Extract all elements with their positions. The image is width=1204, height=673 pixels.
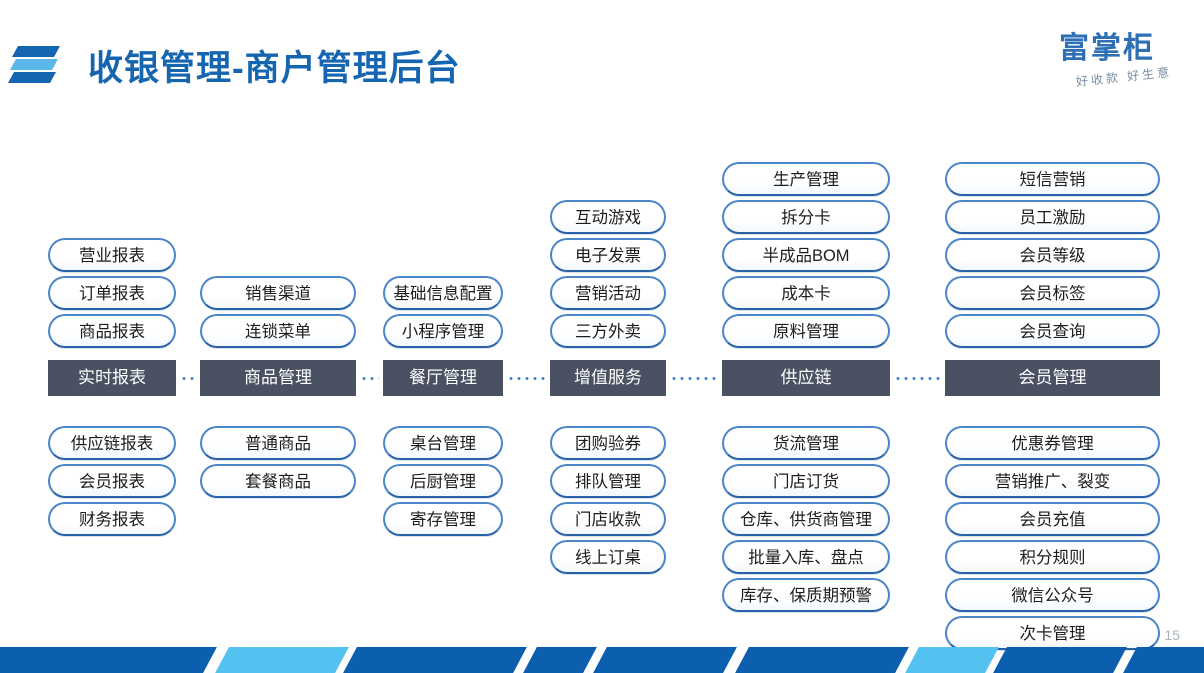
logo-wordmark: 富掌柜 [1059, 31, 1155, 66]
feature-pill[interactable]: 三方外卖 [550, 314, 666, 348]
column-realtime-report-lower-items: 供应链报表会员报表财务报表 [48, 426, 176, 540]
feature-pill[interactable]: 门店收款 [550, 502, 666, 536]
feature-pill[interactable]: 小程序管理 [383, 314, 503, 348]
connector-dots [894, 377, 941, 380]
feature-pill[interactable]: 会员报表 [48, 464, 176, 498]
column-value-added-service-lower-items: 团购验券排队管理门店收款线上订桌 [550, 426, 666, 578]
feature-pill[interactable]: 仓库、供货商管理 [722, 502, 890, 536]
column-product-management-lower-items: 普通商品套餐商品 [200, 426, 356, 502]
feature-pill[interactable]: 货流管理 [722, 426, 890, 460]
column-value-added-service-upper-items: 互动游戏电子发票营销活动三方外卖 [550, 200, 666, 352]
footer-stripe [215, 647, 349, 673]
feature-pill[interactable]: 会员查询 [945, 314, 1160, 348]
feature-pill[interactable]: 积分规则 [945, 540, 1160, 574]
column-restaurant-management-lower-items: 桌台管理后厨管理寄存管理 [383, 426, 503, 540]
column-member-management-upper-items: 短信营销员工激励会员等级会员标签会员查询 [945, 162, 1160, 352]
feature-pill[interactable]: 营销活动 [550, 276, 666, 310]
column-supply-chain-lower-items: 货流管理门店订货仓库、供货商管理批量入库、盘点库存、保质期预警 [722, 426, 890, 616]
feature-pill[interactable]: 寄存管理 [383, 502, 503, 536]
feature-pill[interactable]: 普通商品 [200, 426, 356, 460]
connector-dots [180, 377, 196, 380]
feature-pill[interactable]: 原料管理 [722, 314, 890, 348]
feature-pill[interactable]: 桌台管理 [383, 426, 503, 460]
module-band-product-management[interactable]: 商品管理 [200, 360, 356, 396]
feature-pill[interactable]: 互动游戏 [550, 200, 666, 234]
feature-pill[interactable]: 营销推广、裂变 [945, 464, 1160, 498]
feature-pill[interactable]: 基础信息配置 [383, 276, 503, 310]
footer-stripe [343, 647, 527, 673]
feature-pill[interactable]: 电子发票 [550, 238, 666, 272]
page-title: 收银管理-商户管理后台 [88, 49, 461, 88]
footer-stripe [735, 647, 909, 673]
feature-pill[interactable]: 成本卡 [722, 276, 890, 310]
feature-pill[interactable]: 后厨管理 [383, 464, 503, 498]
footer-stripe [0, 647, 217, 673]
column-product-management-upper-items: 销售渠道连锁菜单 [200, 276, 356, 352]
module-band-realtime-report[interactable]: 实时报表 [48, 360, 176, 396]
module-map-diagram: 营业报表订单报表商品报表实时报表供应链报表会员报表财务报表销售渠道连锁菜单商品管… [0, 118, 1204, 650]
feature-pill[interactable]: 供应链报表 [48, 426, 176, 460]
footer-stripe [905, 647, 999, 673]
feature-pill[interactable]: 商品报表 [48, 314, 176, 348]
column-member-management-lower-items: 优惠券管理营销推广、裂变会员充值积分规则微信公众号次卡管理 [945, 426, 1160, 654]
feature-pill[interactable]: 门店订货 [722, 464, 890, 498]
feature-pill[interactable]: 订单报表 [48, 276, 176, 310]
feature-pill[interactable]: 优惠券管理 [945, 426, 1160, 460]
footer-stripe [1123, 647, 1204, 673]
module-band-restaurant-management[interactable]: 餐厅管理 [383, 360, 503, 396]
footer-decoration [0, 647, 1204, 673]
feature-pill[interactable]: 员工激励 [945, 200, 1160, 234]
column-realtime-report-upper-items: 营业报表订单报表商品报表 [48, 238, 176, 352]
connector-dots [507, 377, 546, 380]
connector-dots [360, 377, 379, 380]
feature-pill[interactable]: 会员充值 [945, 502, 1160, 536]
column-supply-chain-upper-items: 生产管理拆分卡半成品BOM 成本卡原料管理 [722, 162, 890, 352]
slide-header: 收银管理-商户管理后台 富掌柜 好收款 好生意 [0, 0, 1204, 118]
feature-pill[interactable]: 套餐商品 [200, 464, 356, 498]
page-number: 15 [1164, 627, 1180, 643]
module-band-value-added-service[interactable]: 增值服务 [550, 360, 666, 396]
feature-pill[interactable]: 财务报表 [48, 502, 176, 536]
stacked-layers-icon [8, 44, 64, 86]
feature-pill[interactable]: 会员标签 [945, 276, 1160, 310]
footer-stripe [593, 647, 737, 673]
footer-stripe [523, 647, 597, 673]
feature-pill[interactable]: 生产管理 [722, 162, 890, 196]
feature-pill[interactable]: 微信公众号 [945, 578, 1160, 612]
feature-pill[interactable]: 拆分卡 [722, 200, 890, 234]
feature-pill[interactable]: 短信营销 [945, 162, 1160, 196]
module-band-member-management[interactable]: 会员管理 [945, 360, 1160, 396]
company-logo: 富掌柜 好收款 好生意 [1032, 32, 1182, 94]
feature-pill[interactable]: 连锁菜单 [200, 314, 356, 348]
feature-pill[interactable]: 会员等级 [945, 238, 1160, 272]
logo-tagline: 好收款 好生意 [1075, 65, 1173, 89]
footer-stripe [993, 647, 1127, 673]
connector-dots [670, 377, 718, 380]
module-band-supply-chain[interactable]: 供应链 [722, 360, 890, 396]
feature-pill[interactable]: 次卡管理 [945, 616, 1160, 650]
feature-pill[interactable]: 半成品BOM [722, 238, 890, 272]
feature-pill[interactable]: 库存、保质期预警 [722, 578, 890, 612]
feature-pill[interactable]: 批量入库、盘点 [722, 540, 890, 574]
feature-pill[interactable]: 排队管理 [550, 464, 666, 498]
column-restaurant-management-upper-items: 基础信息配置小程序管理 [383, 276, 503, 352]
feature-pill[interactable]: 销售渠道 [200, 276, 356, 310]
feature-pill[interactable]: 团购验券 [550, 426, 666, 460]
feature-pill[interactable]: 线上订桌 [550, 540, 666, 574]
feature-pill[interactable]: 营业报表 [48, 238, 176, 272]
